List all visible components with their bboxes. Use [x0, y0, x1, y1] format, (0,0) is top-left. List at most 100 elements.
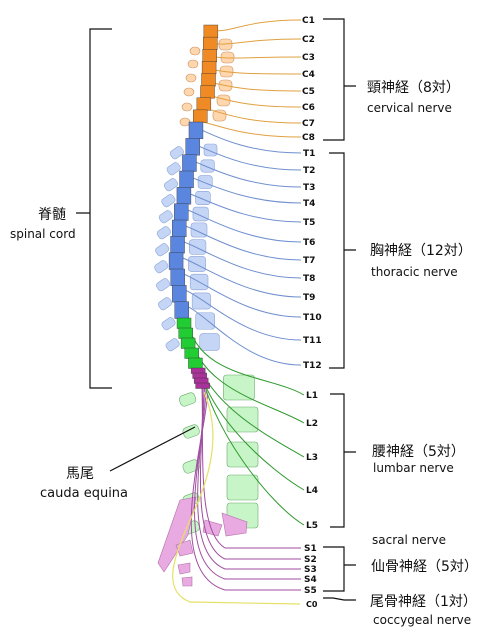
thoracic-process: [158, 297, 173, 311]
cervical-label-en: cervical nerve: [367, 101, 452, 115]
thoracic-nerve-line: [179, 223, 302, 261]
lumbar-bracket: [330, 393, 356, 528]
thoracic-cord-segment: [170, 268, 185, 287]
spinal-cord-label-en: spinal cord: [10, 227, 76, 241]
lumbar-cord-segment: [176, 317, 192, 329]
sacrum-segment: [221, 512, 248, 537]
thoracic-level-label: T11: [303, 336, 322, 346]
thoracic-level-label: T10: [303, 313, 322, 323]
thoracic-cord-segment: [182, 154, 197, 172]
sacral-level-label: S5: [304, 586, 317, 596]
cervical-nerve-line: [198, 120, 302, 138]
sacrum-segment: [202, 519, 223, 537]
cervical-level-label: C8: [302, 133, 315, 143]
cervical-level-label: C6: [302, 103, 315, 113]
cervical-process: [183, 87, 195, 97]
lumbar-vertebra: [226, 474, 259, 501]
sacrum-wing: [157, 496, 197, 573]
thoracic-bracket: [329, 152, 356, 369]
thoracic-vertebra: [192, 206, 209, 222]
sacral-nerve-line: [197, 384, 301, 570]
sacral-label-jp: 仙骨神経（5対）: [371, 559, 478, 575]
thoracic-cord-segment: [188, 121, 204, 140]
thoracic-cord-segment: [174, 203, 189, 221]
cauda-pointer: [109, 426, 196, 472]
thoracic-level-label: T12: [303, 361, 322, 371]
cervical-cord-segment: [200, 85, 215, 99]
thoracic-nerve-line: [181, 207, 302, 243]
thoracic-level-label: T6: [303, 238, 315, 248]
thoracic-cord-segment: [174, 301, 189, 319]
thoracic-nerve-line: [180, 303, 302, 366]
cervical-cord-segment: [196, 97, 212, 111]
coccygeal-nerve-line: [172, 391, 301, 605]
thoracic-vertebra: [188, 256, 206, 272]
lumbar-label-en: lumbar nerve: [373, 461, 454, 475]
sacral-level-label: S1: [304, 544, 317, 554]
cervical-level-label: C3: [302, 53, 315, 63]
thoracic-vertebra: [203, 143, 218, 157]
cervical-cord-segment: [193, 109, 208, 123]
cauda-label-en: cauda equina: [40, 486, 128, 501]
sacral-nerve-line: [199, 379, 301, 560]
thoracic-process: [156, 278, 171, 292]
lumbar-vertebra: [226, 441, 259, 468]
cervical-process: [181, 102, 193, 112]
cervical-cord-segment: [201, 61, 217, 75]
cervical-level-label: C1: [302, 16, 315, 26]
sacrum-segment: [177, 562, 191, 575]
cervical-bracket: [323, 18, 356, 141]
thoracic-level-label: T9: [303, 293, 315, 303]
cervical-process: [185, 73, 197, 83]
coccygeal-label-jp: 尾骨神経（1対）: [370, 594, 477, 610]
sacral-cord-segment: [193, 377, 209, 384]
thoracic-level-label: T2: [303, 166, 315, 176]
thoracic-vertebra: [195, 312, 215, 330]
lumbar-cord-segment: [188, 357, 203, 369]
cervical-level-label: C4: [302, 70, 315, 80]
spinal-cord-label-jp: 脊髄: [38, 207, 66, 223]
thoracic-cord-segment: [168, 252, 184, 270]
thoracic-cord-segment: [179, 170, 194, 189]
thoracic-process: [163, 178, 178, 192]
lumbar-cord-segment: [180, 337, 196, 349]
cervical-vertebra: [212, 109, 227, 122]
cervical-cord-segment: [203, 24, 219, 38]
thoracic-nerve-line: [178, 287, 302, 341]
thoracic-nerve-line: [176, 255, 302, 298]
coccygeal-bracket: [323, 597, 356, 601]
cervical-cord-segment: [202, 49, 217, 63]
thoracic-level-label: T5: [303, 218, 315, 228]
coccygeal-label-en: coccygeal nerve: [373, 613, 471, 627]
thoracic-label-jp: 胸神経（12対）: [370, 243, 472, 259]
lumbar-level-label: L1: [306, 391, 318, 401]
cervical-level-label: C2: [302, 35, 315, 45]
thoracic-cord-segment: [172, 285, 187, 303]
thoracic-nerve-line: [177, 239, 302, 279]
thoracic-vertebra: [199, 333, 220, 351]
sacral-nerve-line: [190, 394, 301, 591]
thoracic-level-label: T1: [303, 149, 315, 159]
lumbar-vertebra: [223, 374, 255, 401]
thoracic-nerve-line: [177, 271, 302, 318]
cauda-label-jp: 馬尾: [66, 466, 94, 482]
thoracic-cord-segment: [170, 236, 185, 254]
lumbar-process: [178, 392, 197, 407]
sacral-cord-segment: [195, 382, 210, 389]
thoracic-process: [156, 226, 171, 240]
thoracic-vertebra: [189, 239, 207, 255]
thoracic-level-label: T4: [303, 199, 315, 209]
lumbar-nerve-line: [200, 365, 305, 526]
sacral-cord-segment: [190, 367, 206, 374]
thoracic-process: [154, 260, 169, 274]
lumbar-level-label: L2: [306, 419, 318, 429]
thoracic-vertebra: [200, 159, 215, 173]
thoracic-label-en: thoracic nerve: [371, 265, 458, 279]
nerve-labels: C1C2C3C4C5C6C7C8T1T2T3T4T5T6T7T8T9T10T11…: [302, 16, 322, 609]
cervical-label-jp: 頸神経（8対）: [367, 80, 460, 96]
lumbar-cord-segment: [178, 327, 193, 339]
sacral-cord-segment: [192, 372, 207, 379]
sacral-level-label: S3: [304, 565, 317, 575]
thoracic-process: [161, 194, 176, 208]
